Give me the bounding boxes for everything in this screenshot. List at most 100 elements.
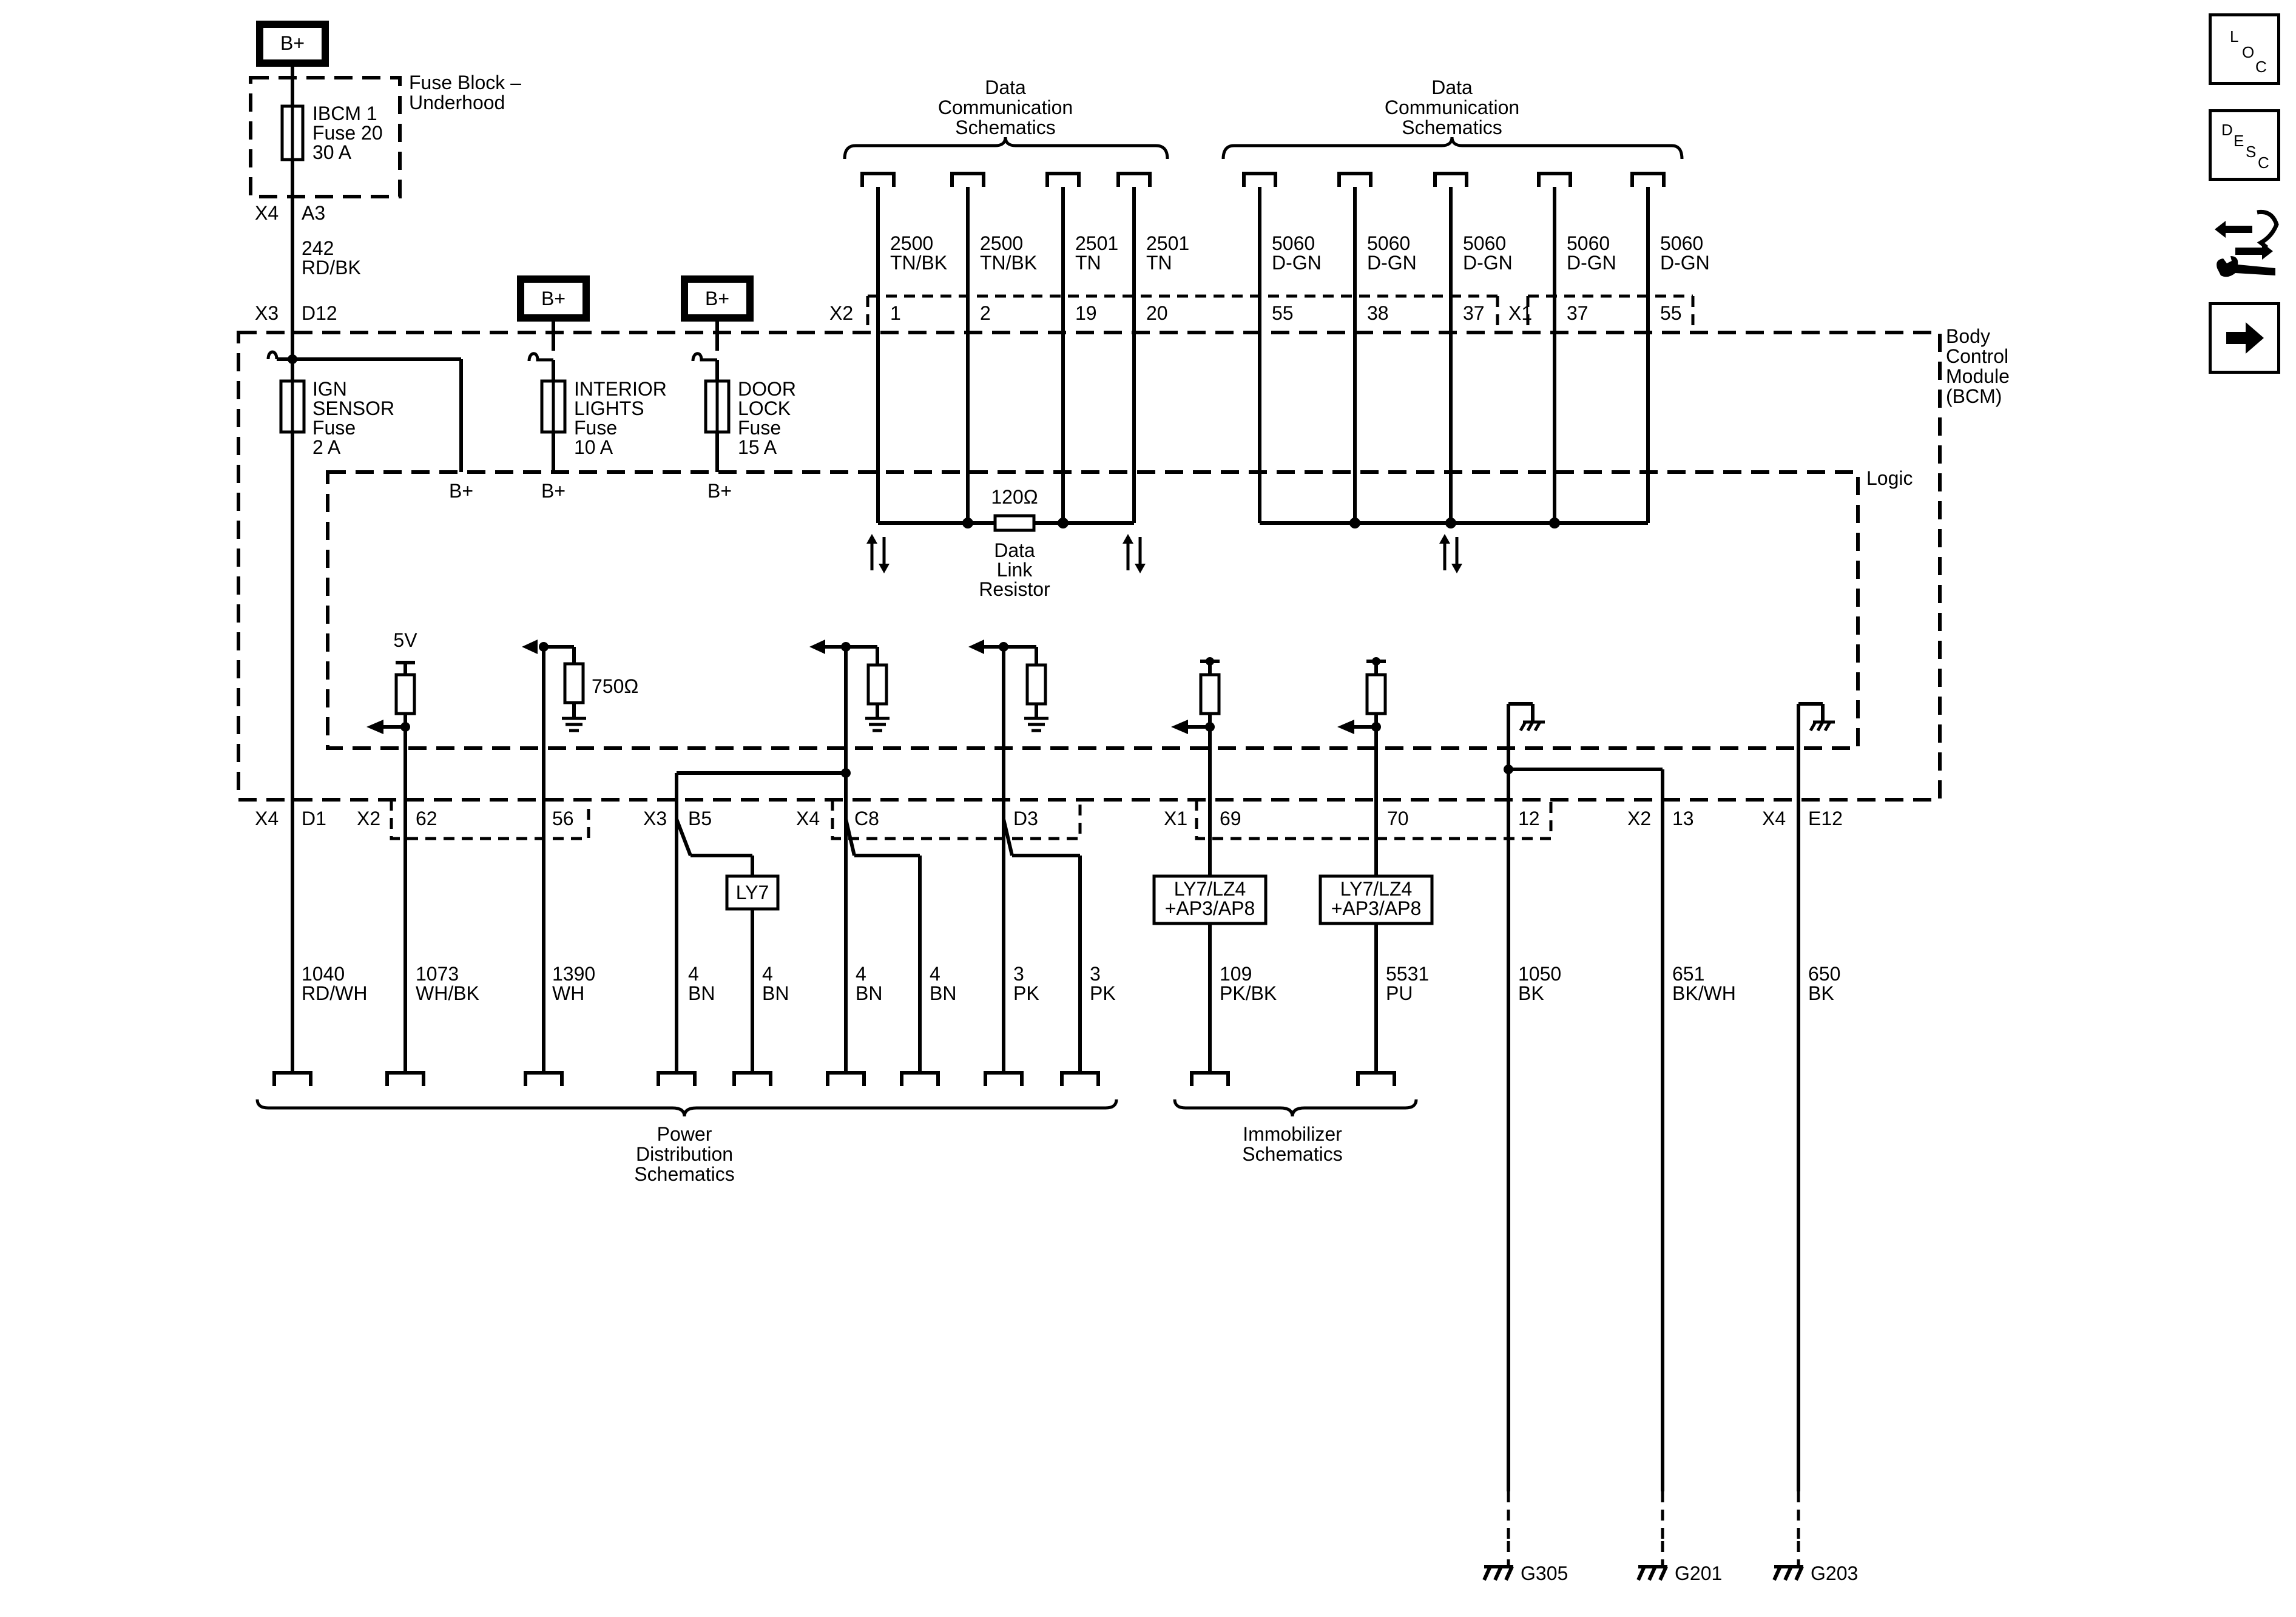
- bottom-wire-color: RD/WH: [302, 982, 367, 1004]
- data-link-label-3: Resistor: [979, 578, 1050, 600]
- door-fuse-label-3: Fuse: [738, 417, 781, 439]
- data-wire-color: D-GN: [1567, 252, 1616, 274]
- arrow-left-icon: [968, 640, 984, 654]
- ibcm-fuse-label-2: Fuse 20: [312, 122, 383, 144]
- bcm-logic-outline: [326, 470, 1860, 750]
- location-view-button[interactable]: L O C: [2209, 13, 2280, 85]
- interior-fuse-label-1: INTERIOR: [574, 378, 667, 400]
- ground-tick: [1504, 1565, 1514, 1581]
- loc-letter-o: O: [2242, 43, 2255, 61]
- bottom-connectors: [390, 800, 1553, 840]
- data-wire-number: 5060: [1660, 232, 1703, 254]
- data-wire-number: 2501: [1146, 232, 1189, 254]
- bcm-label-1: Body: [1946, 325, 1990, 347]
- connector-terminal: [732, 1071, 772, 1086]
- bottom-wire-color: PK: [1090, 982, 1116, 1004]
- connector-terminal: [1537, 172, 1572, 187]
- connector-terminal: [826, 1071, 866, 1086]
- data-wire-color: D-GN: [1660, 252, 1710, 274]
- desc-letter-d: D: [2221, 121, 2233, 139]
- bottom-wire-color: BN: [762, 982, 789, 1004]
- connector-x2-data-label: X2: [829, 302, 853, 324]
- data-comm-left-brace: [843, 137, 1169, 160]
- data-comm-right-title-2: Communication: [1385, 96, 1519, 118]
- ign-fuse-label-4: 2 A: [312, 436, 341, 458]
- connector-terminal: [860, 172, 896, 187]
- bottom-wire-number: 4: [930, 963, 940, 985]
- option-box-2-line-2: +AP3/AP8: [1331, 897, 1422, 919]
- bplus-source-label: B+: [280, 32, 305, 54]
- arrow-left-icon: [809, 640, 825, 654]
- description-view-button[interactable]: D E S C: [2209, 109, 2280, 181]
- arrow-left-icon: [522, 640, 538, 654]
- data-wire-color: D-GN: [1463, 252, 1513, 274]
- ign-fuse-label-2: SENSOR: [312, 397, 394, 419]
- bcm-outline: [237, 331, 1942, 802]
- bottom-connector-label: X4: [255, 808, 279, 829]
- arrow-left-icon: [366, 720, 383, 734]
- bottom-wire-number: 4: [762, 963, 773, 985]
- ign-sensor-fuse: B+ IGN SENSOR Fuse 2 A: [266, 350, 473, 502]
- circuit-109: LY7/LZ4 +AP3/AP8: [1152, 657, 1268, 1073]
- circuit-ground-1050: [1504, 702, 1664, 1491]
- interior-fuse-label-2: LIGHTS: [574, 397, 644, 419]
- data-pin-label: 1: [890, 302, 901, 324]
- data-wire-color: TN: [1146, 252, 1172, 274]
- data-comm-right-title-1: Data: [1431, 76, 1473, 98]
- next-page-button[interactable]: [2209, 302, 2280, 374]
- connector-terminal: [950, 172, 985, 187]
- ly7-lz4-option-box-1: [1152, 874, 1268, 925]
- resistor-120-label: 120Ω: [991, 486, 1038, 508]
- connector-terminal: [385, 1071, 425, 1086]
- bottom-wire-color: PK: [1013, 982, 1039, 1004]
- connector-terminal: [1337, 172, 1373, 187]
- interior-fuse-label-3: Fuse: [574, 417, 617, 439]
- bplus-interior-internal: B+: [541, 480, 566, 502]
- data-comm-left-title-2: Communication: [938, 96, 1073, 118]
- data-wire-number: 5060: [1463, 232, 1506, 254]
- power-distribution-group: Power Distribution Schematics: [255, 1099, 1118, 1185]
- ground-tick: [1658, 1565, 1668, 1581]
- data-pin-label: 2: [980, 302, 991, 324]
- circuit-5v-pullup: 5V: [366, 629, 417, 1073]
- door-fuse-label-4: 15 A: [738, 436, 777, 458]
- bidirectional-arrow-icon: [866, 534, 890, 573]
- fuse-block-title: Fuse Block –: [409, 72, 521, 93]
- data-wire-color: D-GN: [1272, 252, 1322, 274]
- option-box-2-line-1: LY7/LZ4: [1340, 878, 1413, 900]
- door-fuse-label-1: DOOR: [738, 378, 796, 400]
- connector-terminal: [1356, 1071, 1396, 1086]
- connector-terminal: [1433, 172, 1468, 187]
- data-pin-label: 37: [1567, 302, 1589, 324]
- bottom-wire-number: 1073: [416, 963, 459, 985]
- data-pin-label: 55: [1272, 302, 1294, 324]
- bottom-connector-label: X3: [643, 808, 667, 829]
- connector-wrench-icon: [2215, 209, 2279, 277]
- immobilizer-label-2: Schematics: [1242, 1143, 1342, 1165]
- bottom-wire-color: BK/WH: [1672, 982, 1736, 1004]
- bottom-wire-number: 3: [1090, 963, 1101, 985]
- circuit-750-ohm: 750Ω: [522, 640, 638, 1073]
- desc-letter-s: S: [2246, 143, 2257, 161]
- bottom-connector-label: 70: [1387, 808, 1409, 829]
- data-pin-label: 37: [1463, 302, 1485, 324]
- connector-terminal: [984, 1071, 1024, 1086]
- ground-label: G203: [1811, 1562, 1858, 1584]
- data-pin-label: 19: [1075, 302, 1097, 324]
- data-comm-left-title-3: Schematics: [955, 116, 1055, 138]
- data-wire-number: 2500: [890, 232, 933, 254]
- immobilizer-brace: [1173, 1099, 1418, 1117]
- bottom-wire-color: PU: [1386, 982, 1413, 1004]
- power-dist-label-3: Schematics: [634, 1163, 734, 1185]
- ground-tick: [1482, 1565, 1492, 1581]
- desc-letter-c: C: [2258, 154, 2269, 172]
- connector-repair-icon[interactable]: [2209, 200, 2280, 285]
- data-link-label-2: Link: [997, 559, 1033, 581]
- bottom-wire-number: 650: [1808, 963, 1840, 985]
- bottom-connector-label: E12: [1808, 808, 1843, 829]
- arrow-right-icon: [2226, 322, 2264, 354]
- data-wire-number: 5060: [1567, 232, 1610, 254]
- ground-tick: [1493, 1565, 1503, 1581]
- circuit-3-pk: [968, 640, 1082, 1073]
